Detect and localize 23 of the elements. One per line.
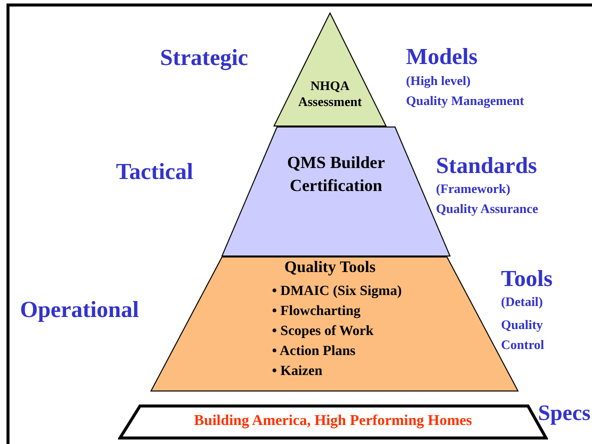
level-label: Strategic: [160, 45, 248, 70]
section-text: NHQA Assessment: [297, 78, 363, 110]
pyramid-top-section: [273, 12, 387, 127]
category-label: Models: [406, 44, 478, 70]
category-note: (Framework): [436, 182, 510, 196]
category-label: Tools: [501, 266, 553, 292]
category-label: Specs: [538, 401, 591, 426]
section-text: QMS Builder Certification: [286, 152, 386, 197]
bullet-item: • Flowcharting: [272, 304, 362, 321]
bullet-item: • Action Plans: [272, 344, 356, 361]
category-note: (Detail): [501, 295, 543, 310]
category-note: (High level): [406, 74, 471, 88]
category-note: Quality Assurance: [436, 202, 538, 216]
category-label: Standards: [436, 153, 537, 178]
category-note: Quality Management: [406, 94, 524, 108]
bullet-item: • Kaizen: [272, 364, 324, 381]
bullet-item: • DMAIC (Six Sigma): [272, 284, 403, 301]
level-label: Operational: [20, 297, 139, 322]
level-label: Tactical: [116, 159, 194, 184]
category-note: Quality Control: [501, 316, 546, 354]
bullet-item: • Scopes of Work: [272, 324, 374, 341]
section-text: Building America, High Performing Homes: [193, 412, 473, 430]
section-heading: Quality Tools: [283, 258, 377, 278]
